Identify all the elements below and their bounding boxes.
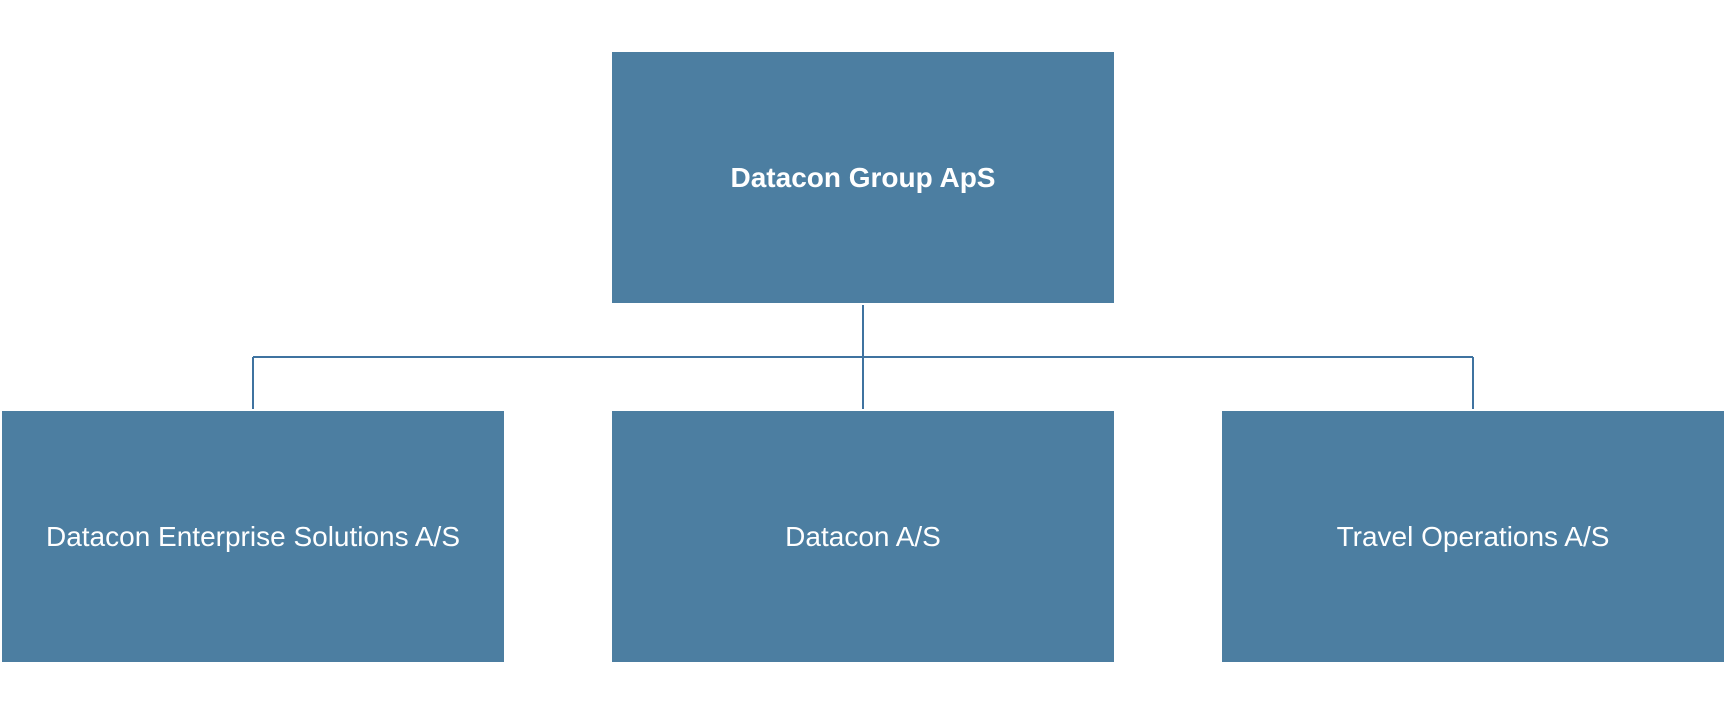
org-node-child-1-label: Datacon Enterprise Solutions A/S	[45, 520, 460, 552]
org-node-child-3: Travel Operations A/S	[1222, 411, 1724, 662]
org-node-child-3-label: Travel Operations A/S	[1336, 520, 1610, 552]
org-node-child-2: Datacon A/S	[612, 411, 1114, 662]
org-node-child-2-label: Datacon A/S	[785, 520, 941, 552]
org-node-child-1: Datacon Enterprise Solutions A/S	[2, 411, 504, 662]
org-node-root-label: Datacon Group ApS	[730, 161, 996, 193]
org-node-root: Datacon Group ApS	[612, 52, 1114, 303]
